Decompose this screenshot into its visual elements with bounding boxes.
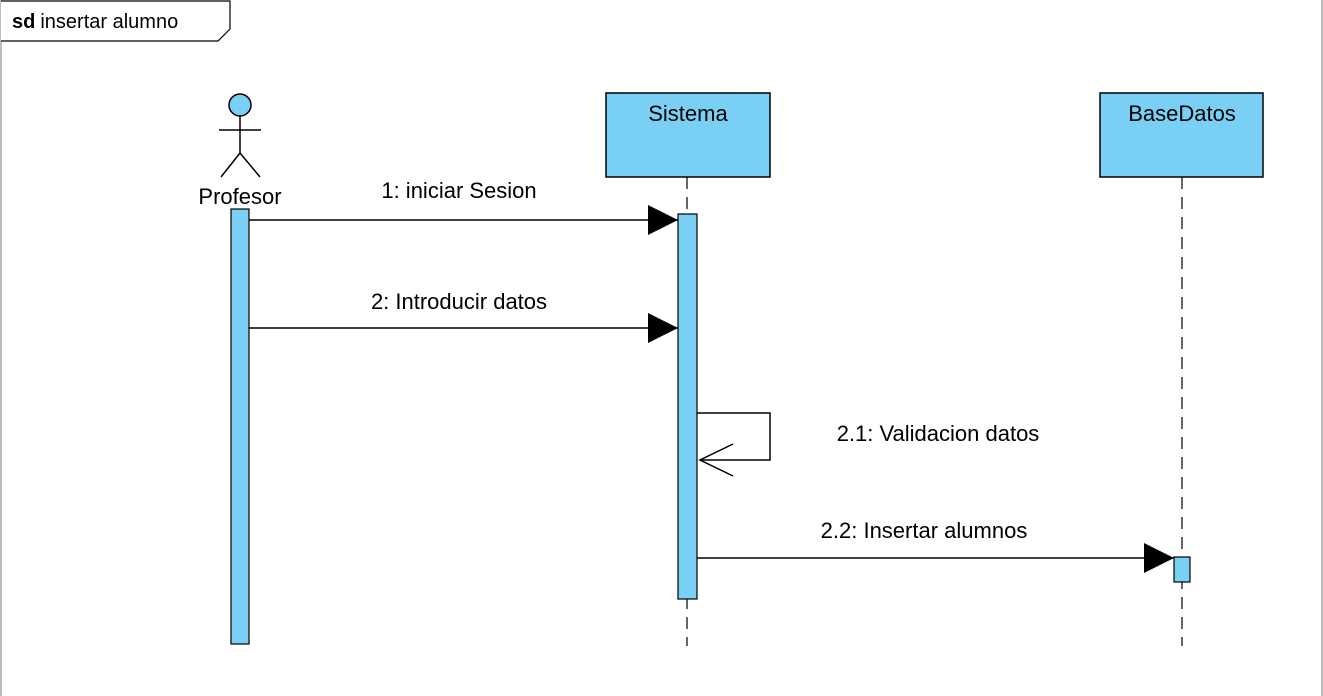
activation-basedatos [1173,556,1191,583]
actor-profesor: Profesor [198,93,282,645]
activation-sistema [677,213,698,600]
frame-title-tab [1,0,231,42]
message-2-2: 2.2: Insertar alumnos [697,518,1174,573]
lifeline-sistema: Sistema [605,92,771,646]
activation-profesor [230,208,250,645]
actor-right-leg [239,152,261,178]
actor-label: Profesor [198,184,281,209]
message-2-1-label: 2.1: Validacion datos [837,421,1040,446]
message-1-label: 1: iniciar Sesion [381,178,536,203]
message-2-label: 2: Introducir datos [371,289,547,314]
actor-left-leg [220,152,241,178]
lifeline-basedatos: BaseDatos [1099,92,1264,646]
actor-head [228,93,252,117]
message-1: 1: iniciar Sesion [249,178,678,235]
lifeline-sistema-label: Sistema [648,101,728,126]
frame-name: insertar alumno [40,11,178,33]
message-2-1-arrow [697,412,771,461]
lifeline-basedatos-head [1099,92,1264,178]
message-2: 2: Introducir datos [249,289,678,343]
lifeline-basedatos-label: BaseDatos [1128,101,1236,126]
message-2-2-label: 2.2: Insertar alumnos [821,518,1028,543]
message-2-1: 2.1: Validacion datos [697,412,1040,477]
frame-keyword: sd [12,11,35,33]
lifeline-sistema-head [605,92,771,178]
message-2-1-arrowhead [698,443,734,477]
